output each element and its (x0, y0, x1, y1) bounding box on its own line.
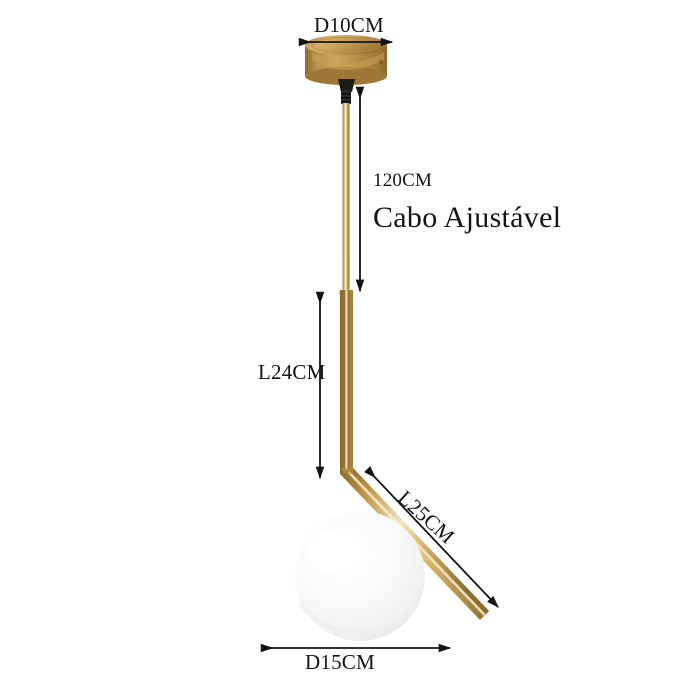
cable-connector (338, 79, 355, 104)
dimension-label-vertical-arm: L24CM (258, 360, 326, 384)
dimension-label-canopy-diameter: D10CM (314, 13, 384, 37)
caption-cable-adjustable: Cabo Ajustável (373, 201, 562, 234)
dimension-label-cable-length: 120CM (373, 170, 433, 191)
adjustable-cable (342, 103, 350, 293)
dimension-label-globe-diameter: D15CM (305, 650, 375, 674)
opal-glass-globe (295, 511, 425, 641)
dim-line-diagonal-arm (364, 466, 499, 608)
